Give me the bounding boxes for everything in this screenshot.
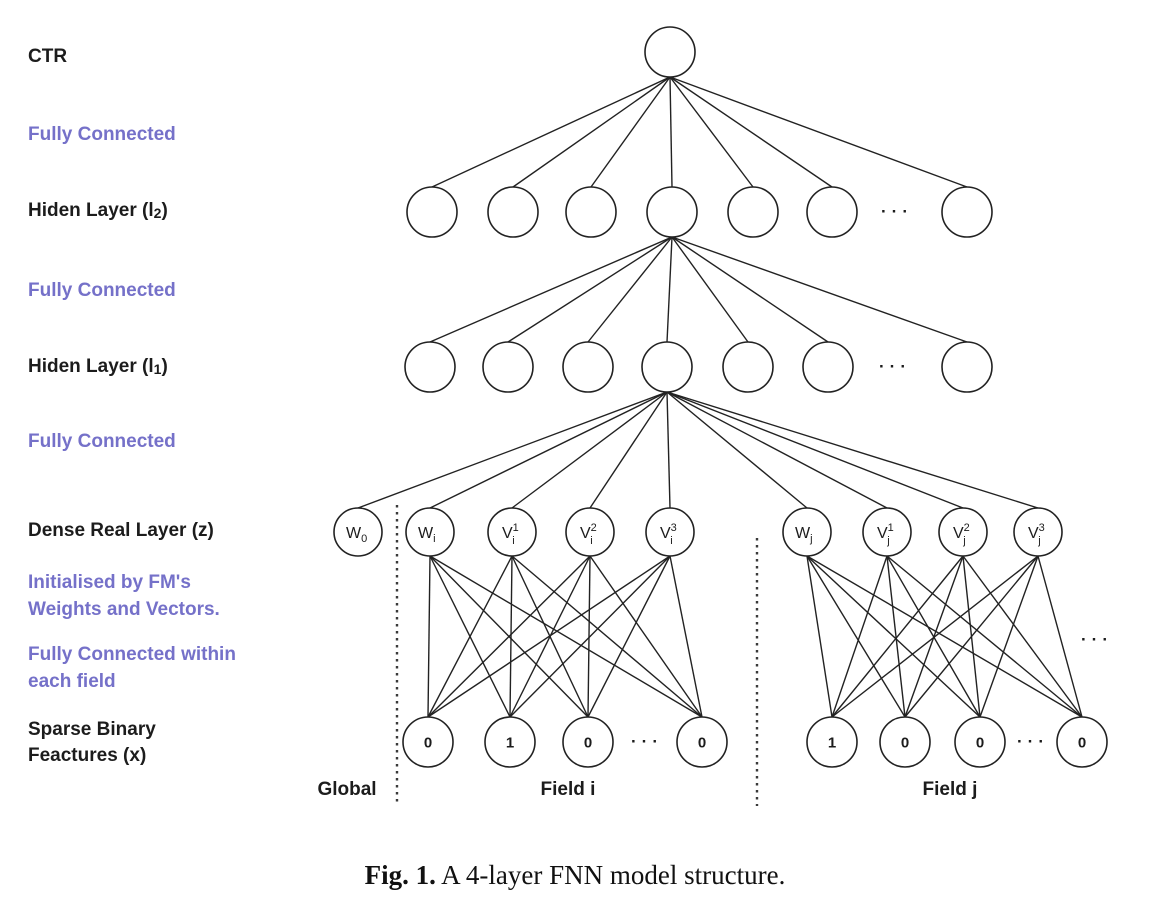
label-sparse-line2: Feactures (x) [28, 745, 147, 766]
dense-node-1 [333, 507, 383, 557]
label-fc-within-line1: Fully Connected within [28, 644, 236, 665]
hidden2-node-6 [806, 186, 858, 238]
hidden1-node-4 [641, 341, 693, 393]
label-initialised-line1: Initialised by FM's [28, 572, 191, 593]
sparse-j-value-3: 0 [976, 735, 984, 752]
ctr-output-node [644, 26, 696, 78]
sparse-i-value-2: 1 [506, 735, 514, 752]
hidden2-node-3 [565, 186, 617, 238]
label-fully-connected-2: Fully Connected [28, 280, 176, 301]
hidden1-node-2 [482, 341, 534, 393]
sparse-i-value-1: 0 [424, 735, 432, 752]
label-fully-connected-1: Fully Connected [28, 124, 176, 145]
hidden1-node-5 [722, 341, 774, 393]
hidden2-node-4 [646, 186, 698, 238]
hidden2-node-1 [406, 186, 458, 238]
label-hidden-layer-2-sub: 2 [153, 205, 162, 221]
dense-node-9 [1013, 507, 1063, 557]
label-hidden-layer-2: Hiden Layer (l2) [28, 198, 168, 224]
sparse-i-value-4: 0 [698, 735, 706, 752]
sparse-j-value-1: 1 [828, 735, 836, 752]
dense-node-4 [565, 507, 615, 557]
dense-node-label-1: W0 [346, 525, 367, 545]
dense-node-8 [938, 507, 988, 557]
sparse-j-node-3 [954, 716, 1006, 768]
field-dividers [395, 505, 759, 806]
label-sparse-binary-features: Sparse Binary Feactures (x) [28, 717, 156, 769]
sparse-j-value-4: 0 [1078, 735, 1086, 752]
output-node [644, 26, 696, 78]
label-ctr: CTR [28, 46, 68, 67]
hidden1-ellipsis: ··· [879, 357, 911, 376]
label-hidden-layer-1-pre: Hiden Layer (l [28, 356, 154, 377]
label-dense-real-layer: Dense Real Layer (z) [28, 520, 214, 541]
sparse-i-ellipsis: ··· [631, 732, 663, 751]
hidden2-node-2 [487, 186, 539, 238]
figure-caption-label: Fig. 1. [364, 860, 436, 890]
label-field-j: Field j [922, 779, 978, 800]
label-global: Global [317, 779, 377, 800]
label-fully-connected-within: Fully Connected within each field [28, 641, 236, 695]
sparse-field-i-nodes: 0 1 0 0 ··· [402, 716, 728, 768]
hidden2-node-5 [727, 186, 779, 238]
dense-node-2 [405, 507, 455, 557]
label-fully-connected-3: Fully Connected [28, 431, 176, 452]
sparse-j-ellipsis: ··· [1017, 732, 1049, 751]
dense-node-5 [645, 507, 695, 557]
sparse-i-value-3: 0 [584, 735, 592, 752]
sparse-i-node-3 [562, 716, 614, 768]
sparse-j-node-4 [1056, 716, 1108, 768]
sparse-j-value-2: 0 [901, 735, 909, 752]
sparse-i-node-4 [676, 716, 728, 768]
label-hidden-layer-2-pre: Hiden Layer (l [28, 200, 154, 221]
dense-node-label-6: Wj [795, 525, 813, 545]
label-fc-within-line2: each field [28, 671, 116, 692]
sparse-j-node-1 [806, 716, 858, 768]
edges [357, 76, 1083, 718]
label-hidden-layer-2-post: ) [161, 200, 168, 221]
hidden1-node-3 [562, 341, 614, 393]
hidden2-ellipsis: ··· [881, 202, 913, 221]
label-hidden-layer-1-sub: 1 [153, 361, 162, 377]
sparse-i-node-2 [484, 716, 536, 768]
sparse-j-node-2 [879, 716, 931, 768]
figure-caption-text: A 4-layer FNN model structure. [441, 860, 786, 890]
hidden1-node-7 [941, 341, 993, 393]
hidden-layer-2-nodes: ··· [406, 186, 993, 238]
dense-node-label-2: Wi [418, 525, 436, 545]
label-sparse-line1: Sparse Binary [28, 719, 156, 740]
sparse-i-node-1 [402, 716, 454, 768]
dense-node-7 [862, 507, 912, 557]
dense-node-6 [782, 507, 832, 557]
more-fields-ellipsis: ··· [1081, 630, 1113, 649]
label-initialised-line2: Weights and Vectors. [28, 599, 220, 620]
hidden1-node-1 [404, 341, 456, 393]
hidden2-node-7 [941, 186, 993, 238]
label-field-i: Field i [540, 779, 596, 800]
hidden1-node-6 [802, 341, 854, 393]
label-hidden-layer-1-post: ) [161, 356, 168, 377]
hidden-layer-1-nodes: ··· [404, 341, 993, 393]
label-hidden-layer-1: Hiden Layer (l1) [28, 354, 168, 380]
label-initialised-by-fm: Initialised by FM's Weights and Vectors. [28, 569, 220, 623]
sparse-field-j-nodes: 1 0 0 0 ··· [806, 716, 1108, 768]
more-fields-dots: ··· [1081, 630, 1113, 649]
dense-node-3 [487, 507, 537, 557]
figure-caption: Fig. 1. A 4-layer FNN model structure. [0, 860, 1150, 891]
